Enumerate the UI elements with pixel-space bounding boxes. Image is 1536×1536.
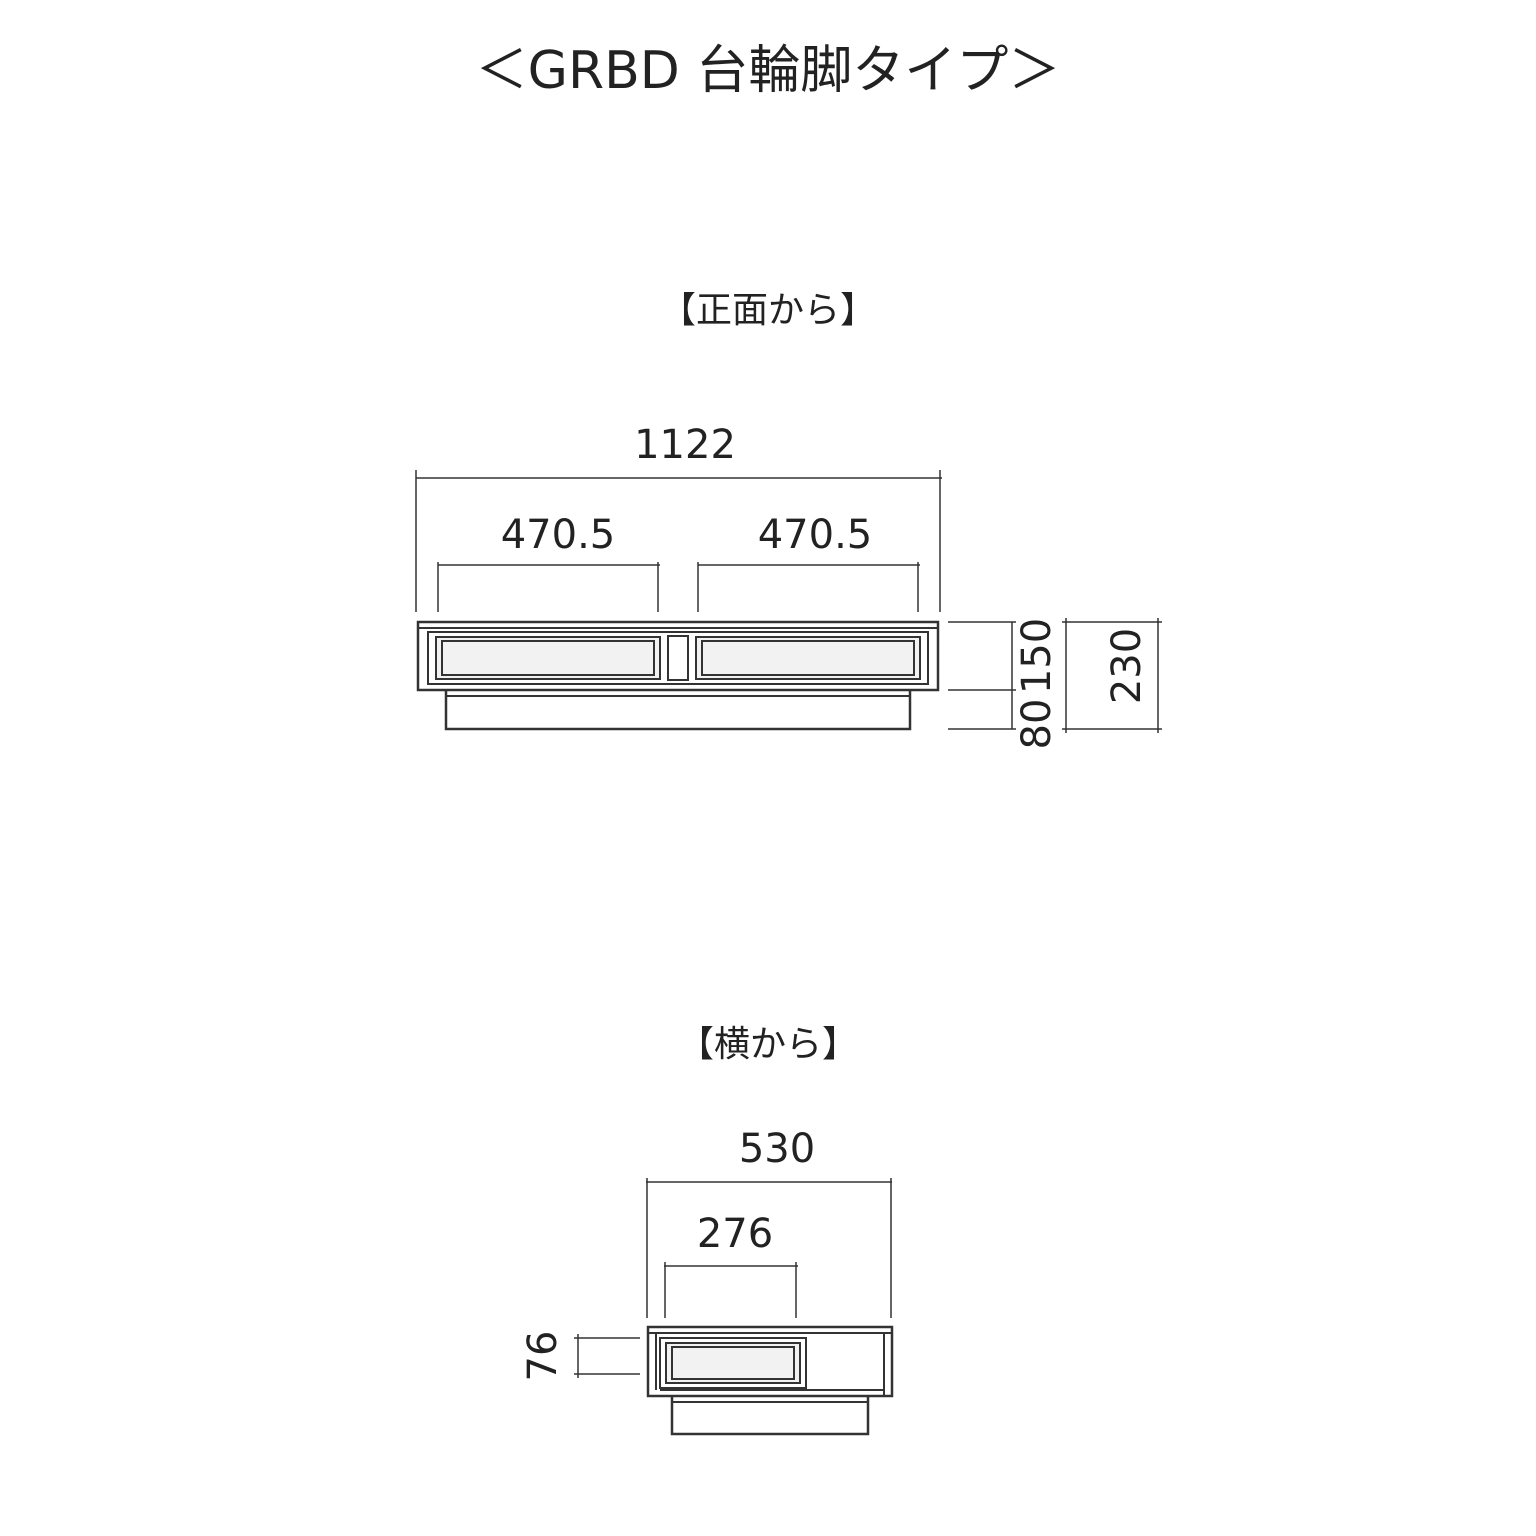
front-view: 【正面から】 1122 470.5 470.5 <box>415 290 1162 750</box>
front-right-drawer-width-value: 470.5 <box>758 512 873 558</box>
side-drawer-panel <box>665 1342 801 1384</box>
front-right-drawer-panel <box>695 636 921 680</box>
side-drawer-inner <box>671 1346 795 1380</box>
side-drawer-height-value: 76 <box>520 1331 566 1382</box>
side-base-plinth <box>670 1396 870 1436</box>
front-base-height-value: 80 <box>1014 699 1060 750</box>
side-drawer-depth-value: 276 <box>697 1211 773 1257</box>
side-cabinet-body <box>646 1325 894 1398</box>
side-view-label: 【横から】 <box>678 1024 858 1065</box>
front-right-drawer-inner <box>701 640 915 676</box>
front-left-drawer-inner <box>441 640 655 676</box>
side-drawer-height-dimension: 76 <box>520 1331 640 1382</box>
front-body-height-value: 150 <box>1014 618 1060 694</box>
front-base-plinth <box>444 690 912 731</box>
side-cabinet <box>646 1325 894 1436</box>
front-left-drawer-width-dimension: 470.5 <box>437 512 660 612</box>
front-height-dimensions: 150 80 230 <box>948 618 1162 750</box>
side-drawer-depth-dimension: 276 <box>664 1211 798 1318</box>
front-left-drawer-width-value: 470.5 <box>501 512 616 558</box>
side-view: 【横から】 530 276 <box>520 1024 894 1436</box>
front-cabinet <box>416 620 940 731</box>
page-title: ＜GRBD 台輪脚タイプ＞ <box>476 41 1061 101</box>
front-center-divider <box>667 635 689 681</box>
side-total-depth-dimension: 530 <box>646 1126 892 1318</box>
front-cabinet-inner-frame <box>427 631 929 685</box>
front-total-width-dimension: 1122 <box>415 422 942 612</box>
side-total-depth-value: 530 <box>739 1126 815 1172</box>
front-view-label: 【正面から】 <box>660 290 876 331</box>
front-left-drawer-panel <box>435 636 661 680</box>
front-cabinet-body <box>416 620 940 692</box>
front-right-drawer-width-dimension: 470.5 <box>697 512 920 612</box>
front-total-width-value: 1122 <box>634 422 736 468</box>
side-drawer-box <box>659 1337 807 1389</box>
front-total-height-value: 230 <box>1104 628 1150 704</box>
